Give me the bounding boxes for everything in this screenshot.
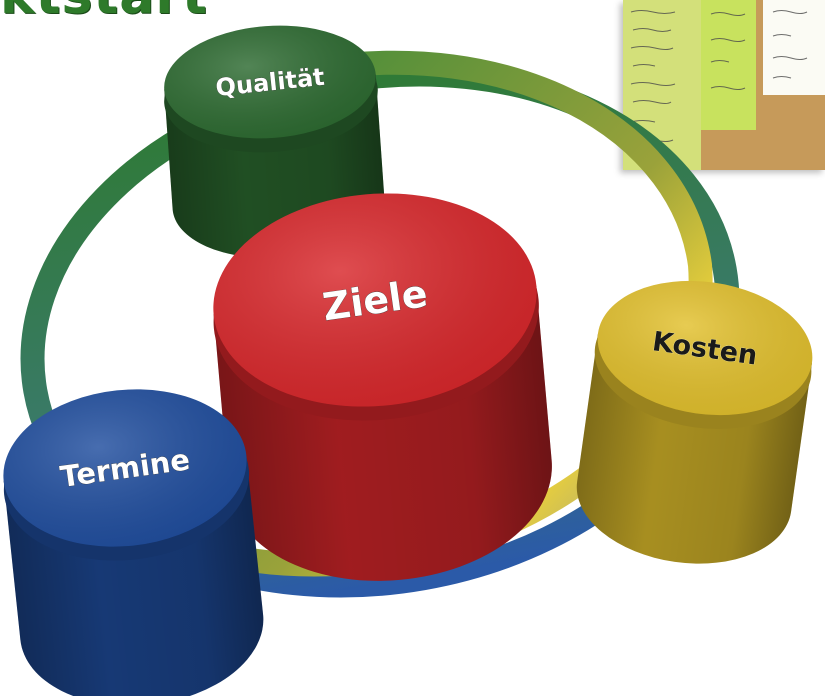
cylinder-ziele-top-shade — [213, 193, 537, 407]
sticky-notes-photo — [623, 0, 825, 170]
cylinder-kosten: Kosten — [576, 280, 813, 564]
page-title-fragment: ktstart — [0, 0, 208, 26]
cylinder-qualitaet-top-shade — [164, 25, 376, 139]
cylinder-termine: Termine — [3, 389, 264, 696]
cylinder-termine-top-shade — [3, 389, 247, 547]
cylinder-kosten-top-shade — [597, 280, 813, 416]
cylinder-ziele: Ziele — [213, 193, 552, 581]
